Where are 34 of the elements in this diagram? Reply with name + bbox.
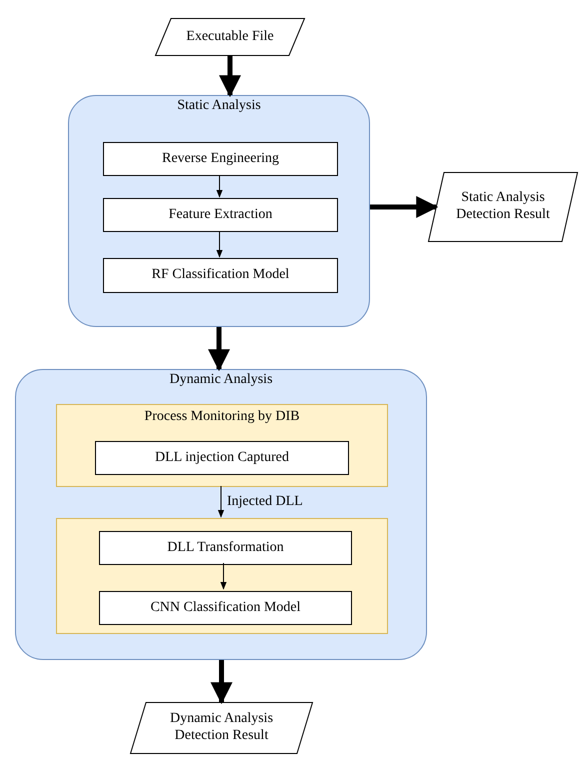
arrow <box>220 562 227 590</box>
node-label: Reverse Engineering <box>162 150 279 168</box>
process-box <box>103 198 338 232</box>
node-label: Dynamic Analysis Detection Result <box>168 711 274 745</box>
arrow <box>208 327 230 372</box>
arrow <box>216 174 223 198</box>
group-container <box>15 369 427 660</box>
arrow <box>219 56 241 98</box>
node-label: RF Classification Model <box>152 267 290 284</box>
group-title: Dynamic Analysis <box>169 372 273 389</box>
node-label: Static Analysis Detection Result <box>455 190 551 224</box>
io-parallelogram <box>428 172 578 242</box>
empty-subgroup-container <box>56 518 388 634</box>
arrow <box>210 660 232 704</box>
arrow <box>370 196 438 218</box>
subgroup-container <box>56 404 388 487</box>
node-label: Executable File <box>186 28 274 46</box>
arrow <box>216 230 223 258</box>
process-box <box>95 441 349 475</box>
io-parallelogram <box>130 702 313 754</box>
process-box <box>99 531 352 565</box>
edge-label: Injected DLL <box>225 494 305 509</box>
arrow <box>218 486 224 518</box>
group-title: Static Analysis <box>177 98 261 115</box>
node-label: DLL injection Captured <box>155 450 289 466</box>
process-box <box>103 142 338 176</box>
io-parallelogram <box>155 18 305 56</box>
node-label: CNN Classification Model <box>150 600 301 616</box>
node-label: DLL Transformation <box>167 540 284 556</box>
process-box <box>103 258 338 293</box>
group-container <box>68 95 370 327</box>
group-title: Process Monitoring by DIB <box>144 409 300 426</box>
process-box <box>99 591 352 625</box>
node-label: Feature Extraction <box>168 206 272 224</box>
